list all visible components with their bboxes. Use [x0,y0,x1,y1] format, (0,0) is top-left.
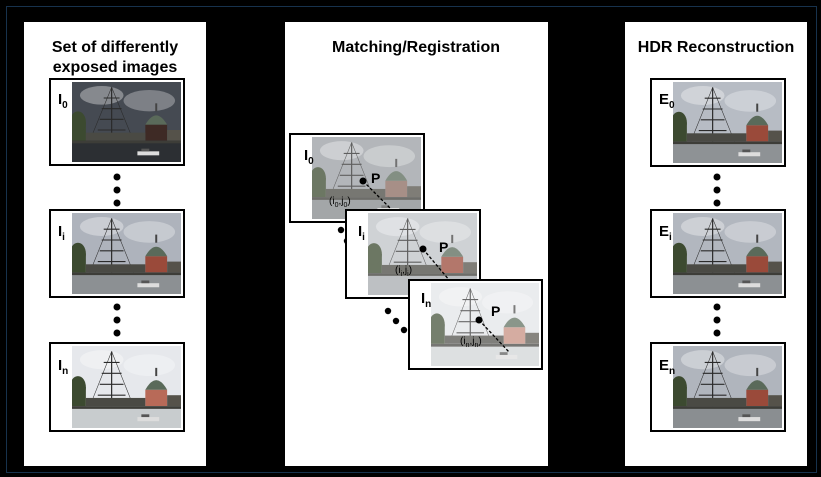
left-image-ii: Ii [49,209,185,298]
left-ellipsis-upper [113,173,121,207]
point-p-in-label: P [491,303,500,319]
right-image-ei: Ei [650,209,786,298]
right-ellipsis-lower [713,303,721,337]
left-image-in: In [49,342,185,432]
left-panel-title-line1: Set of differently [52,39,178,56]
left-image-ii-label: Ii [58,223,65,243]
left-panel-title-line2: exposed images [53,59,178,76]
left-image-in-label: In [58,357,68,377]
left-image-i0: I0 [49,78,185,166]
registration-frame-in: In P (in,jn) [408,279,543,370]
right-ellipsis-upper [713,173,721,207]
left-image-i0-label: I0 [58,91,68,111]
right-image-ei-label: Ei [659,223,672,243]
right-image-en-label: En [659,357,675,377]
left-ellipsis-lower [113,303,121,337]
registration-ellipsis-lower [384,307,408,334]
right-image-en: En [650,342,786,432]
registration-frame-i0-label: I0 [304,147,314,167]
coord-ii: (ii,ji) [395,265,412,278]
right-image-e0-label: E0 [659,91,675,111]
right-image-e0: E0 [650,78,786,167]
point-p-ii-label: P [439,239,448,255]
registration-frame-in-label: In [421,290,431,310]
point-p-i0-label: P [371,170,380,186]
registration-frame-ii-label: Ii [358,223,365,243]
middle-panel-title: Matching/Registration [332,39,500,56]
right-panel-title: HDR Reconstruction [638,39,794,56]
registration-frame-i0: I0 P (i0,j0) [289,133,425,223]
